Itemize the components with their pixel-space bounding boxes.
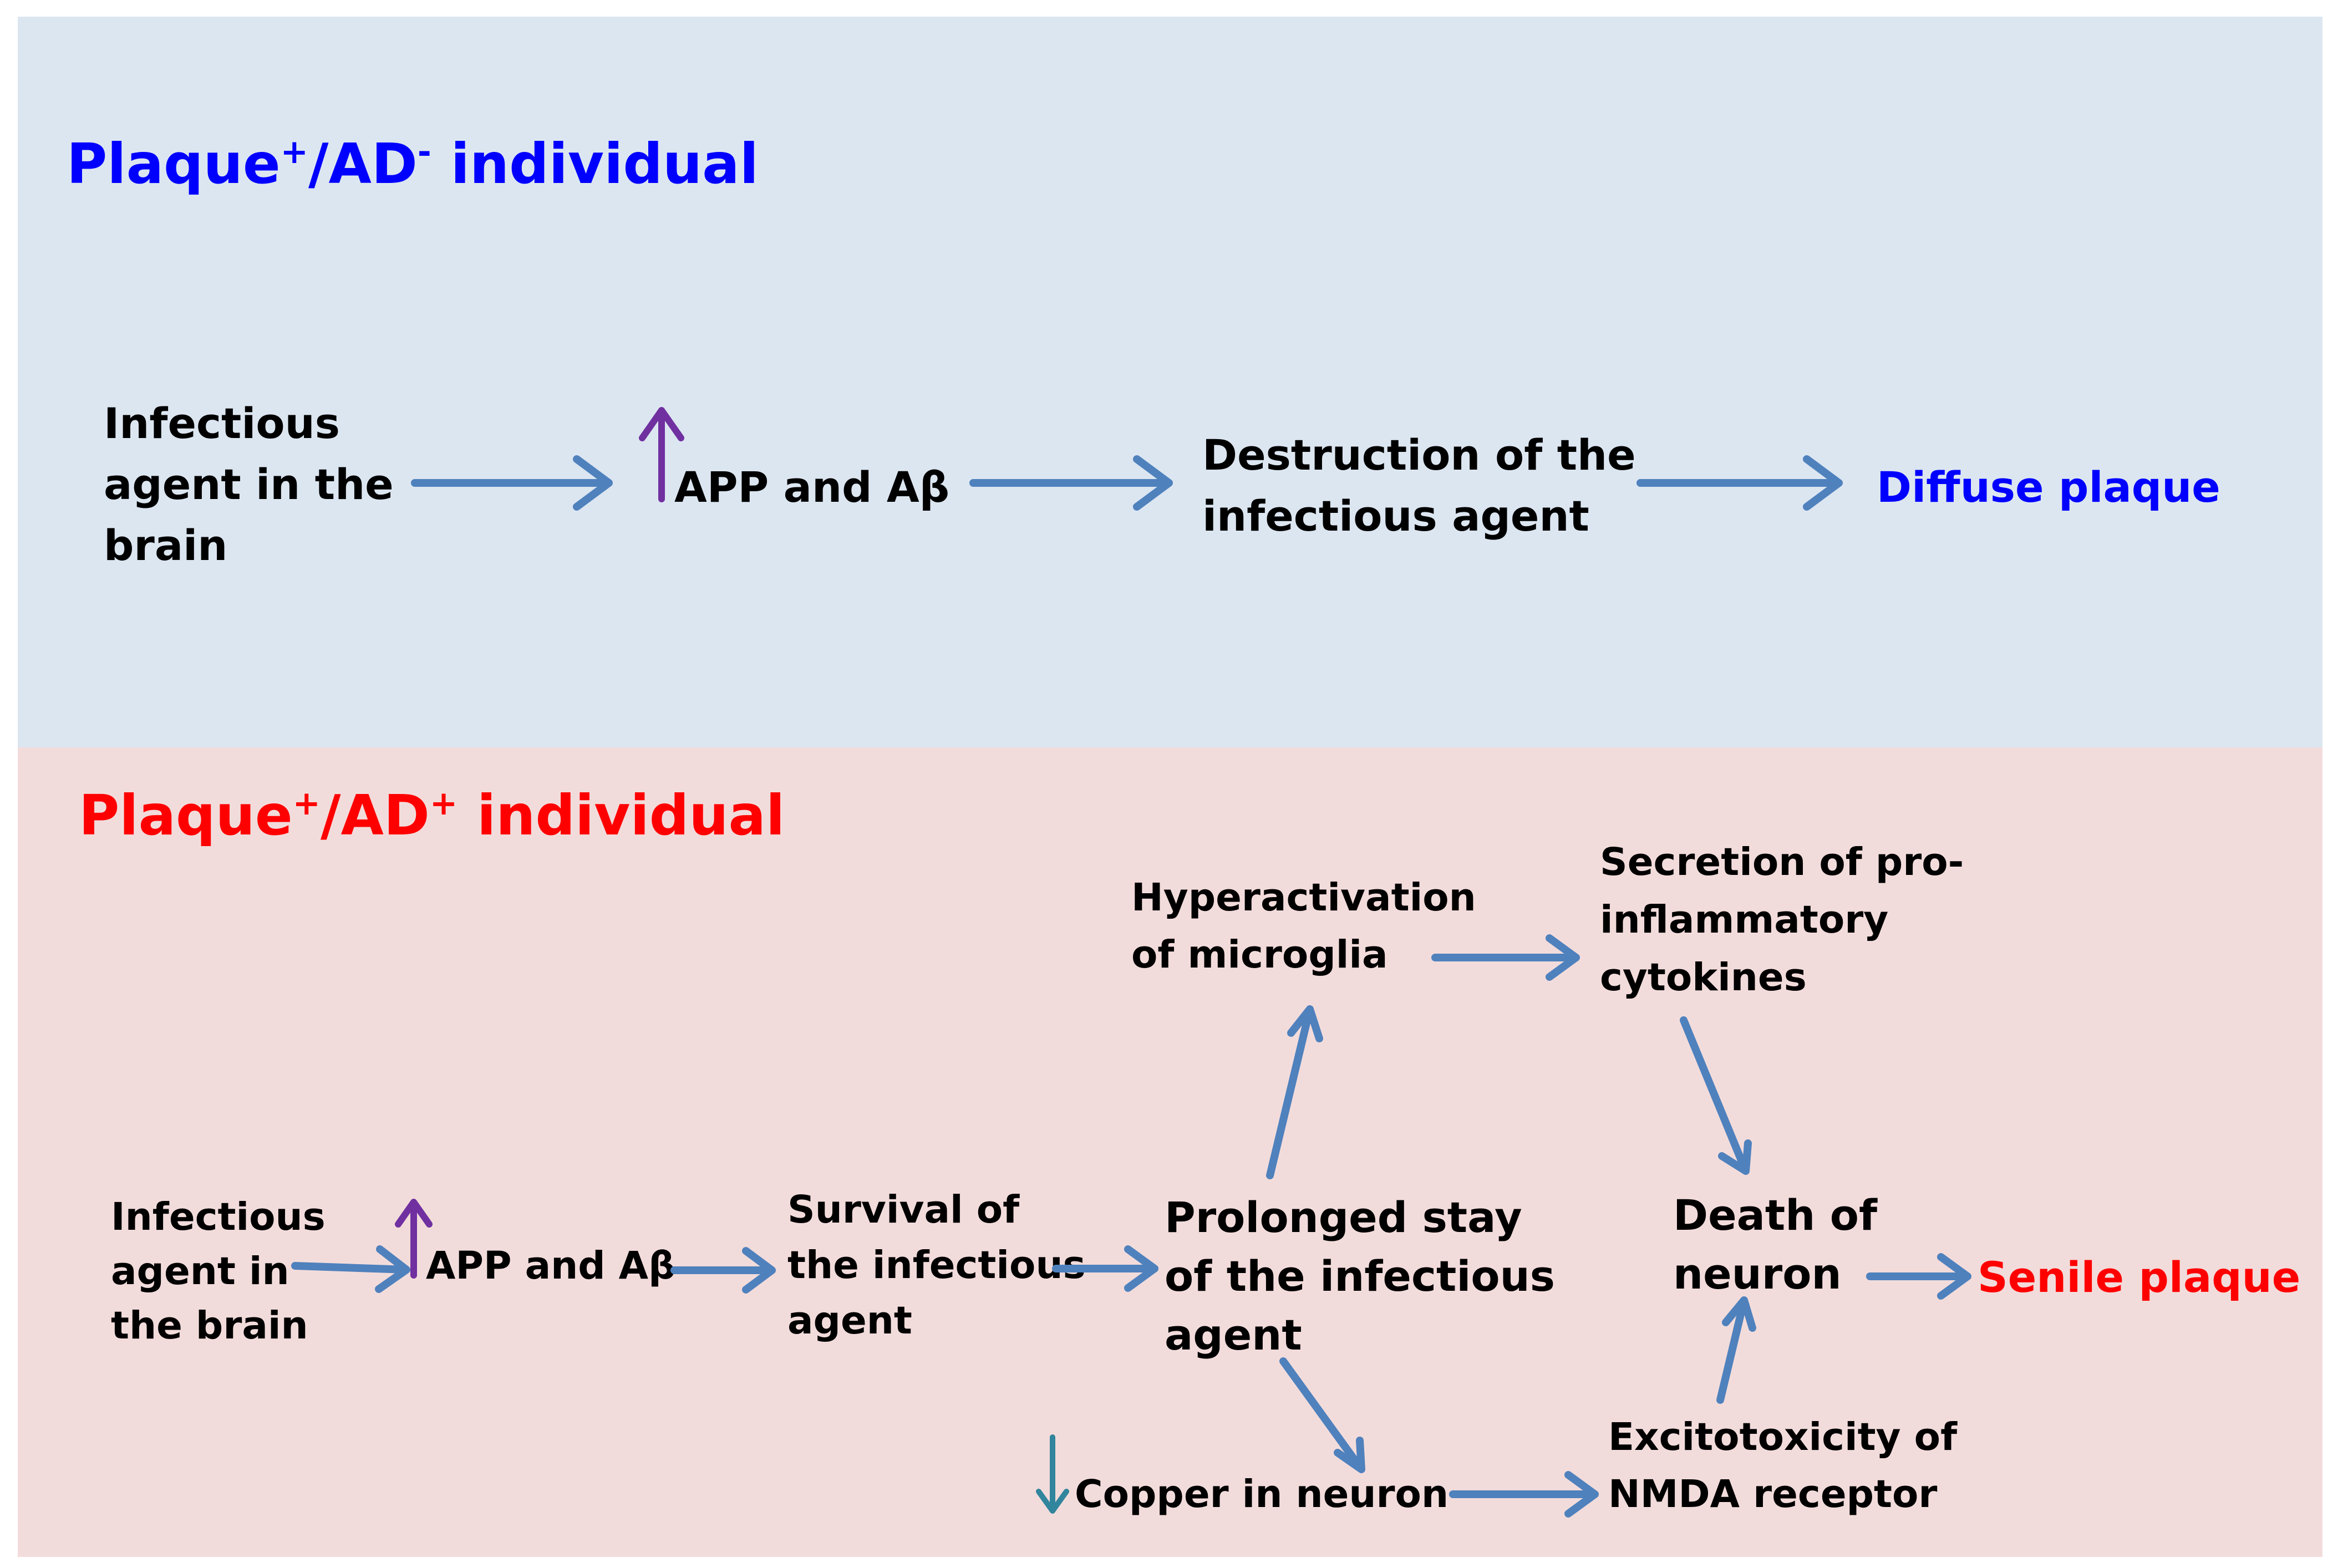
top-panel: Plaque+/AD- individual Infectious agent … [18,17,2322,747]
decrease-arrow-icon [1036,1434,1069,1514]
bottom-arrow-infection-to-app [291,1245,410,1293]
bottom-node-secretion: Secretion of pro- inflammatory cytokines [1600,840,1977,1000]
bottom-node-app-abeta: APP and Aβ [426,1244,675,1288]
bottom-node-death: Death of neuron [1673,1190,1892,1299]
bottom-arrow-prolonged-to-copper [1279,1357,1365,1473]
top-panel-background [18,17,2322,747]
top-arrow-destruction-to-plaque [1636,455,1843,511]
bottom-panel-title: Plaque+/AD+ individual [79,783,785,848]
bottom-arrow-excitotoxicity-to-death [1716,1296,1756,1404]
bottom-arrow-hyperactivation-to-secretion [1431,934,1580,981]
top-arrow-app-to-destruction [969,455,1173,511]
bottom-node-excitotoxicity: Excitotoxicity of NMDA receptor [1608,1415,1970,1516]
bottom-panel-background [18,747,2322,1557]
bottom-arrow-survival-to-prolonged [1052,1245,1158,1292]
bottom-node-infectious-agent: Infectious agent in the brain [111,1195,339,1348]
bottom-arrow-secretion-to-death [1680,1016,1752,1175]
bottom-node-copper: Copper in neuron [1075,1472,1448,1516]
increase-arrow-icon [639,407,684,502]
top-arrow-infection-to-app [411,455,613,511]
bottom-node-senile-plaque: Senile plaque [1978,1253,2300,1302]
bottom-node-hyperactivation: Hyperactivation of microglia [1131,875,1490,977]
bottom-arrow-prolonged-to-hyperactivation [1266,1005,1323,1179]
top-node-infectious-agent: Infectious agent in the brain [104,399,408,570]
increase-arrow-icon [395,1199,433,1279]
bottom-arrow-app-to-survival [670,1247,776,1294]
top-node-diffuse-plaque: Diffuse plaque [1877,462,2220,512]
top-node-app-abeta: APP and Aβ [674,462,949,512]
bottom-arrow-copper-to-excitotoxicity [1449,1471,1599,1518]
bottom-panel: Plaque+/AD+ individual Infectious agent … [18,747,2322,1557]
bottom-arrow-death-to-senile-plaque [1866,1253,1971,1300]
bottom-node-survival: Survival of the infectious agent [787,1188,1099,1343]
top-node-destruction: Destruction of the infectious agent [1202,430,1650,541]
top-panel-title: Plaque+/AD- individual [67,131,759,196]
bottom-node-prolonged-stay: Prolonged stay of the infectious agent [1165,1193,1569,1360]
